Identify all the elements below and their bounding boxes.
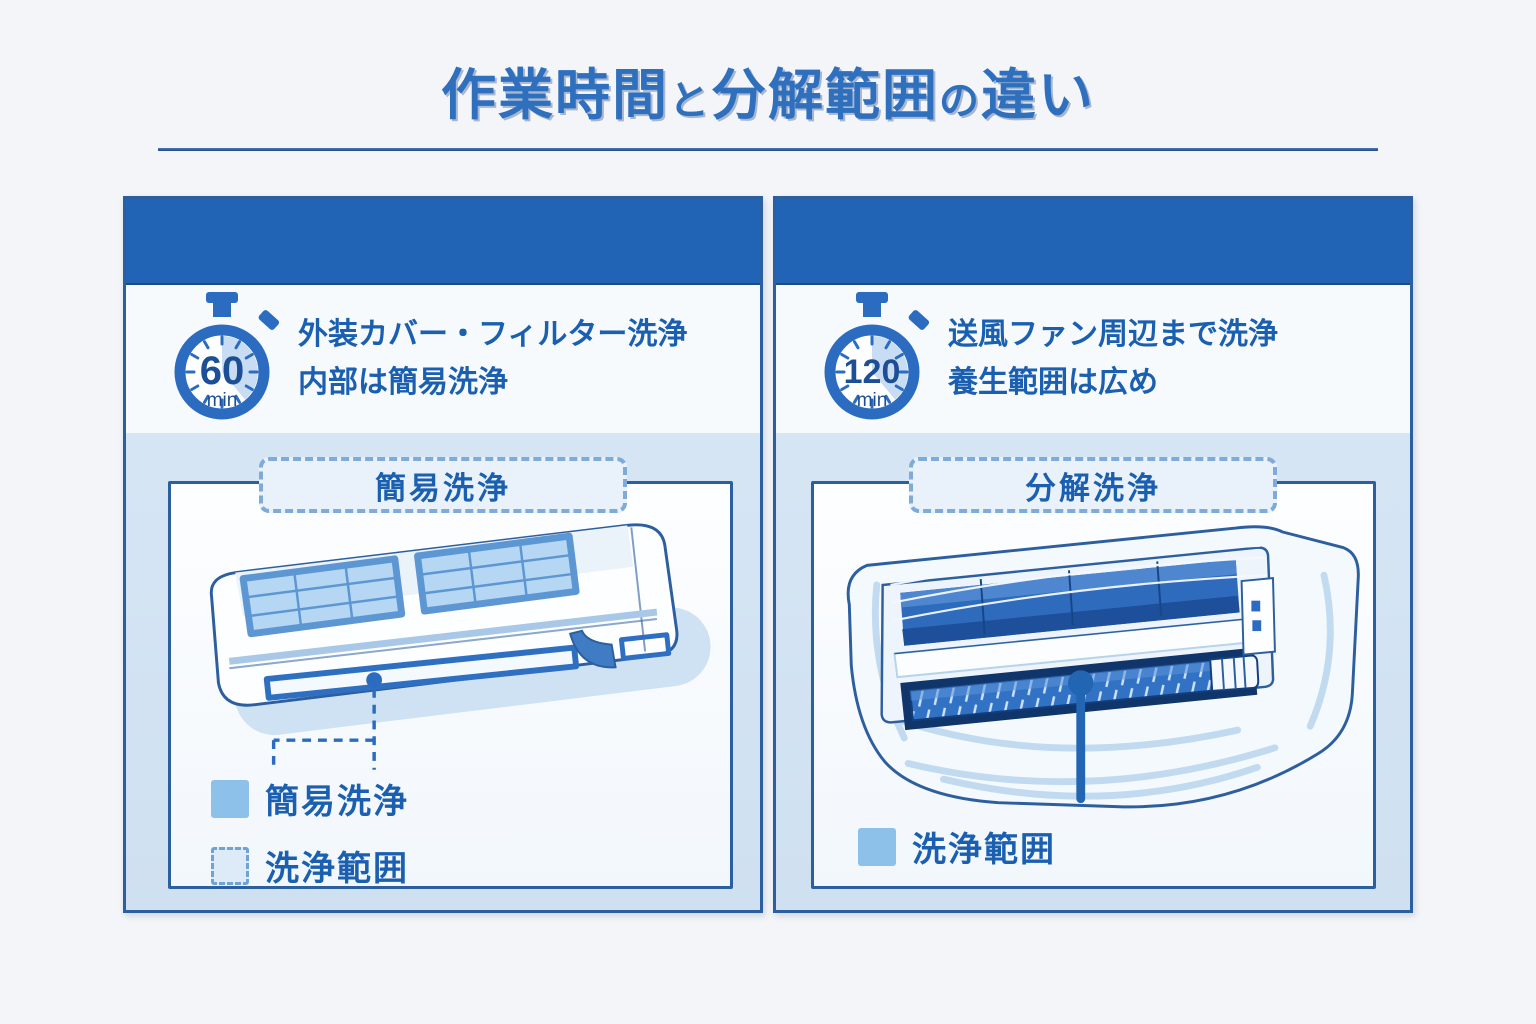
stopwatch-60-icon: 60 min xyxy=(174,292,280,420)
panel-header-bar xyxy=(126,199,760,285)
work-description: 外装カバー・フィルター洗浄 内部は簡易洗浄 xyxy=(298,311,687,407)
stopwatch-120-icon: 120 min xyxy=(824,292,930,420)
page-title-particle: と xyxy=(668,79,711,123)
page-title-segment: 作業時間 xyxy=(440,64,669,126)
dashed-swatch-icon xyxy=(211,846,249,885)
panel-simple-cleaning: 60 min 外装カバー・フィルター洗浄 内部は簡易洗浄 簡易洗浄 xyxy=(123,196,763,913)
illustration-box-simple: 簡易洗浄 洗浄範囲 xyxy=(168,481,733,889)
legend-simple: 簡易洗浄 洗浄範囲 xyxy=(211,774,409,908)
panel-disassembly-cleaning: 120 min 送風ファン周辺まで洗浄 養生範囲は広め 分解洗浄 xyxy=(773,196,1413,913)
page-title-segment: 違い xyxy=(981,64,1096,126)
cleaning-type-badge: 分解洗浄 xyxy=(909,457,1277,513)
work-description-line1: 外装カバー・フィルター洗浄 xyxy=(298,318,688,351)
work-description-line1: 送風ファン周辺まで洗浄 xyxy=(948,318,1278,351)
work-description-line2: 養生範囲は広め xyxy=(948,366,1158,399)
legend-label: 洗浄範囲 xyxy=(912,831,1056,869)
timer-value: 120 xyxy=(844,353,901,391)
cleaning-type-badge: 簡易洗浄 xyxy=(259,457,627,513)
timer-unit: min xyxy=(857,390,888,411)
legend-item: 洗浄範囲 xyxy=(211,841,409,890)
timer-value: 60 xyxy=(200,349,245,393)
work-description-line2: 内部は簡易洗浄 xyxy=(298,366,508,399)
panel-header-bar xyxy=(776,199,1410,285)
page-title-particle: の xyxy=(939,79,981,123)
page-title: 作業時間と分解範囲の違い xyxy=(0,64,1536,141)
page-title-segment: 分解範囲 xyxy=(710,64,939,126)
ac-unit-simple-illustration xyxy=(209,523,711,770)
title-underline xyxy=(158,148,1378,151)
legend-item: 簡易洗浄 xyxy=(211,774,409,823)
legend-disassembly: 洗浄範囲 xyxy=(858,822,1056,889)
legend-label: 簡易洗浄 xyxy=(265,783,409,821)
solid-swatch-icon xyxy=(858,827,896,866)
illustration-box-disassembly: 洗浄範囲 xyxy=(811,481,1376,889)
legend-item: 洗浄範囲 xyxy=(858,822,1056,871)
ac-unit-disassembly-illustration xyxy=(846,525,1360,809)
legend-label: 洗浄範囲 xyxy=(265,850,409,888)
timer-unit: min xyxy=(207,390,238,411)
solid-swatch-icon xyxy=(211,779,249,818)
work-description: 送風ファン周辺まで洗浄 養生範囲は広め xyxy=(948,311,1278,407)
